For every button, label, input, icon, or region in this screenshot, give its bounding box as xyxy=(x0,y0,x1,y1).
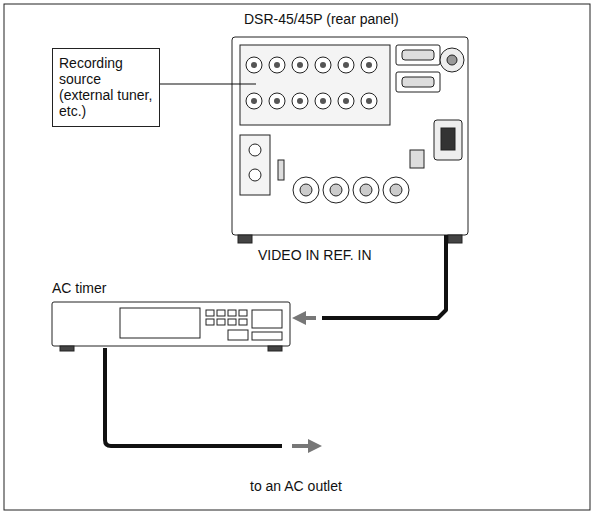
node-text: Recording source (external tuner, etc.) xyxy=(53,49,159,125)
deck-illustration xyxy=(232,37,468,243)
timer-node: AC timer xyxy=(52,302,290,346)
node-text: AC timer xyxy=(52,280,106,297)
timer-illustration xyxy=(52,302,290,351)
signal-cable xyxy=(160,84,256,85)
outer-frame xyxy=(4,4,590,510)
outlet-arrowhead xyxy=(308,439,322,453)
outlet-arrow-shaft xyxy=(292,444,310,448)
node-text: DSR-45/45P (rear panel) xyxy=(244,11,399,28)
power-cable xyxy=(105,348,282,446)
deck-node: DSR-45/45P (rear panel) xyxy=(232,37,468,235)
outlet-label: to an AC outlet xyxy=(250,478,342,495)
jack-label: VIDEO IN REF. IN xyxy=(258,247,372,264)
source-box: Recording source (external tuner, etc.) xyxy=(52,48,160,127)
